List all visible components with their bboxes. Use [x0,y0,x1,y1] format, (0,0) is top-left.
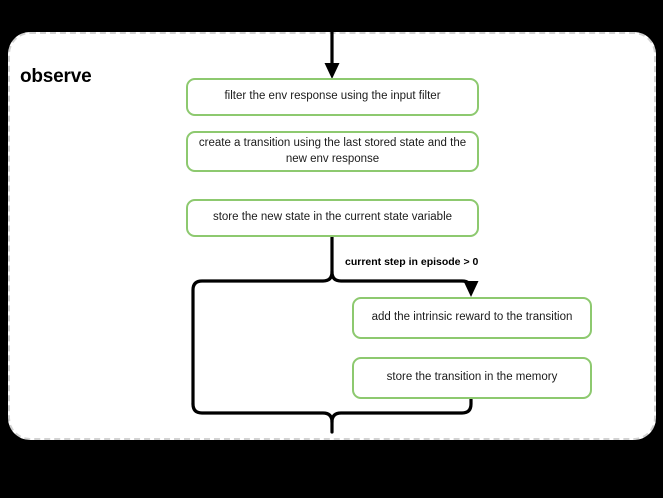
node-add-intrinsic-reward[interactable]: add the intrinsic reward to the transiti… [352,297,592,339]
node-store-transition-memory[interactable]: store the transition in the memory [352,357,592,399]
branch-condition-label: current step in episode > 0 [345,256,479,268]
node-store-new-state[interactable]: store the new state in the current state… [186,199,479,237]
node-create-transition[interactable]: create a transition using the last store… [186,131,479,172]
page-title: observe [20,66,92,87]
node-filter-env-response[interactable]: filter the env response using the input … [186,78,479,116]
